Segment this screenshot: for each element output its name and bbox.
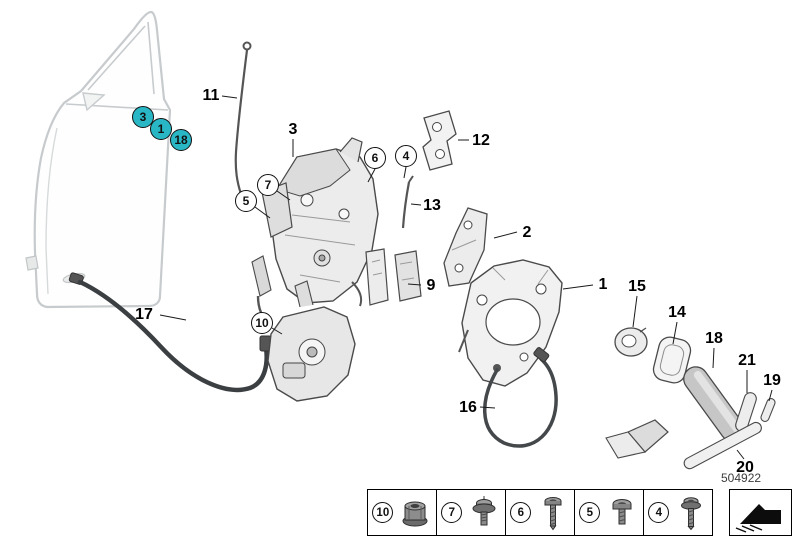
door-handle-18 — [605, 366, 745, 459]
pan-head-screw-icon — [612, 498, 632, 524]
label-15[interactable]: 15 — [628, 278, 646, 295]
cover-strip-20 — [683, 421, 762, 470]
door-outline — [25, 10, 172, 309]
label-2[interactable]: 2 — [522, 224, 532, 241]
label-19[interactable]: 19 — [763, 372, 781, 389]
bracket-2 — [443, 207, 488, 287]
handle-gasket-14 — [652, 336, 692, 384]
callout-10[interactable]: 10 — [251, 312, 273, 334]
label-12[interactable]: 12 — [472, 132, 490, 149]
torx-screw-long-icon — [544, 496, 562, 530]
label-16[interactable]: 16 — [459, 399, 477, 416]
callout-1-highlight[interactable]: 1 — [150, 118, 172, 140]
label-14[interactable]: 14 — [668, 304, 686, 321]
countersunk-screw-icon — [680, 496, 701, 530]
callout-4[interactable]: 4 — [395, 145, 417, 167]
callout-6[interactable]: 6 — [364, 147, 386, 169]
label-20[interactable]: 20 — [736, 459, 754, 476]
diagram-number: 504922 — [721, 471, 762, 485]
door-lock-3 — [261, 137, 379, 307]
label-17[interactable]: 17 — [135, 306, 153, 323]
legend-item-4[interactable]: 4 — [643, 489, 713, 536]
label-21[interactable]: 21 — [738, 352, 756, 369]
bowden-cable-17 — [68, 272, 272, 393]
label-11[interactable]: 11 — [202, 87, 220, 104]
cover-strip-19 — [760, 398, 776, 422]
front-direction-arrow-icon — [735, 504, 781, 533]
striker-12 — [422, 110, 457, 171]
bracket-9 — [365, 248, 422, 306]
legend-callout-10: 10 — [372, 502, 394, 523]
screw-washer-icon — [472, 495, 496, 525]
lock-actuator-10 — [251, 255, 356, 402]
flange-nut-icon — [402, 501, 428, 526]
rod-13 — [401, 175, 414, 229]
callout-7[interactable]: 7 — [257, 174, 279, 196]
lock-cylinder-cap-15 — [614, 327, 648, 357]
label-13[interactable]: 13 — [423, 197, 441, 214]
legend-callout-6: 6 — [510, 502, 532, 523]
fastener-legend: 10 7 6 — [367, 489, 713, 536]
direction-indicator-box — [729, 489, 792, 536]
leader-lines — [159, 95, 773, 460]
operating-rod-11 — [234, 41, 252, 195]
legend-item-7[interactable]: 7 — [436, 489, 506, 536]
legend-item-10[interactable]: 10 — [367, 489, 437, 536]
label-9[interactable]: 9 — [426, 277, 436, 294]
legend-item-5[interactable]: 5 — [574, 489, 644, 536]
legend-item-6[interactable]: 6 — [505, 489, 575, 536]
callout-5[interactable]: 5 — [235, 190, 257, 212]
label-1[interactable]: 1 — [598, 276, 608, 293]
legend-callout-7: 7 — [441, 502, 463, 523]
legend-callout-5: 5 — [579, 502, 601, 523]
label-3[interactable]: 3 — [288, 121, 298, 138]
label-18[interactable]: 18 — [705, 330, 723, 347]
legend-callout-4: 4 — [648, 502, 670, 523]
callout-3-highlight[interactable]: 3 — [132, 106, 154, 128]
callout-18-highlight[interactable]: 18 — [170, 129, 192, 151]
bowden-cable-16 — [483, 347, 558, 448]
